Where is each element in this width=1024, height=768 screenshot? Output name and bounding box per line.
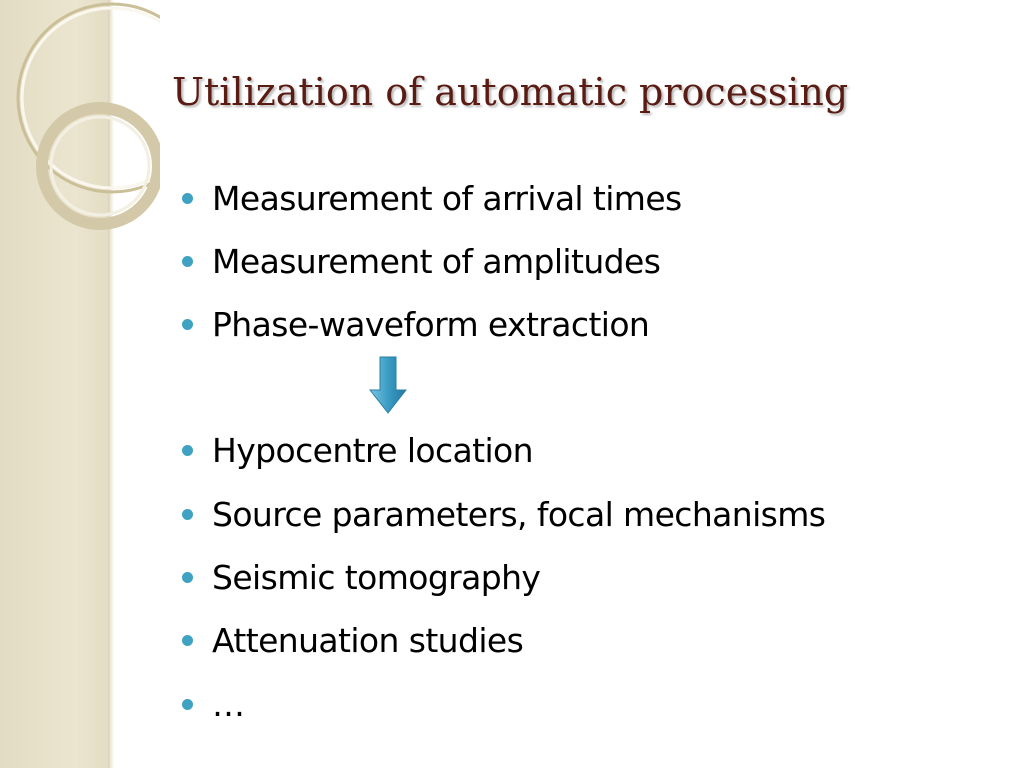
- list-item: Hypocentre location: [182, 430, 534, 470]
- list-item: Attenuation studies: [182, 620, 524, 660]
- bullet-text: Source parameters, focal mechanisms: [212, 494, 826, 534]
- bullet-icon: [182, 634, 193, 646]
- list-item: …: [182, 684, 245, 724]
- list-item: Source parameters, focal mechanisms: [182, 494, 826, 534]
- arrow-down-icon: [369, 356, 407, 414]
- slide-title: Utilization of automatic processing: [172, 70, 849, 114]
- bullet-icon: [182, 255, 193, 267]
- list-item: Measurement of arrival times: [182, 178, 682, 218]
- bullet-icon: [182, 508, 193, 520]
- bullet-icon: [182, 571, 193, 583]
- bullet-icon: [182, 444, 193, 456]
- list-item: Measurement of amplitudes: [182, 241, 661, 281]
- bullet-icon: [182, 318, 193, 330]
- bullet-icon: [182, 192, 193, 204]
- bullet-icon: [182, 698, 193, 710]
- bullet-list: Measurement of arrival times Measurement…: [182, 0, 1002, 768]
- list-item: Phase-waveform extraction: [182, 304, 650, 344]
- bullet-text: Seismic tomography: [212, 557, 541, 597]
- bullet-text: Measurement of arrival times: [212, 178, 682, 218]
- bullet-text: Attenuation studies: [212, 620, 524, 660]
- bullet-text: Measurement of amplitudes: [212, 241, 661, 281]
- bullet-text: Hypocentre location: [212, 430, 534, 470]
- bullet-text: …: [212, 684, 245, 724]
- side-band-edge: [108, 0, 114, 768]
- list-item: Seismic tomography: [182, 557, 541, 597]
- bullet-text: Phase-waveform extraction: [212, 304, 650, 344]
- decorative-circles-icon: [16, 2, 160, 230]
